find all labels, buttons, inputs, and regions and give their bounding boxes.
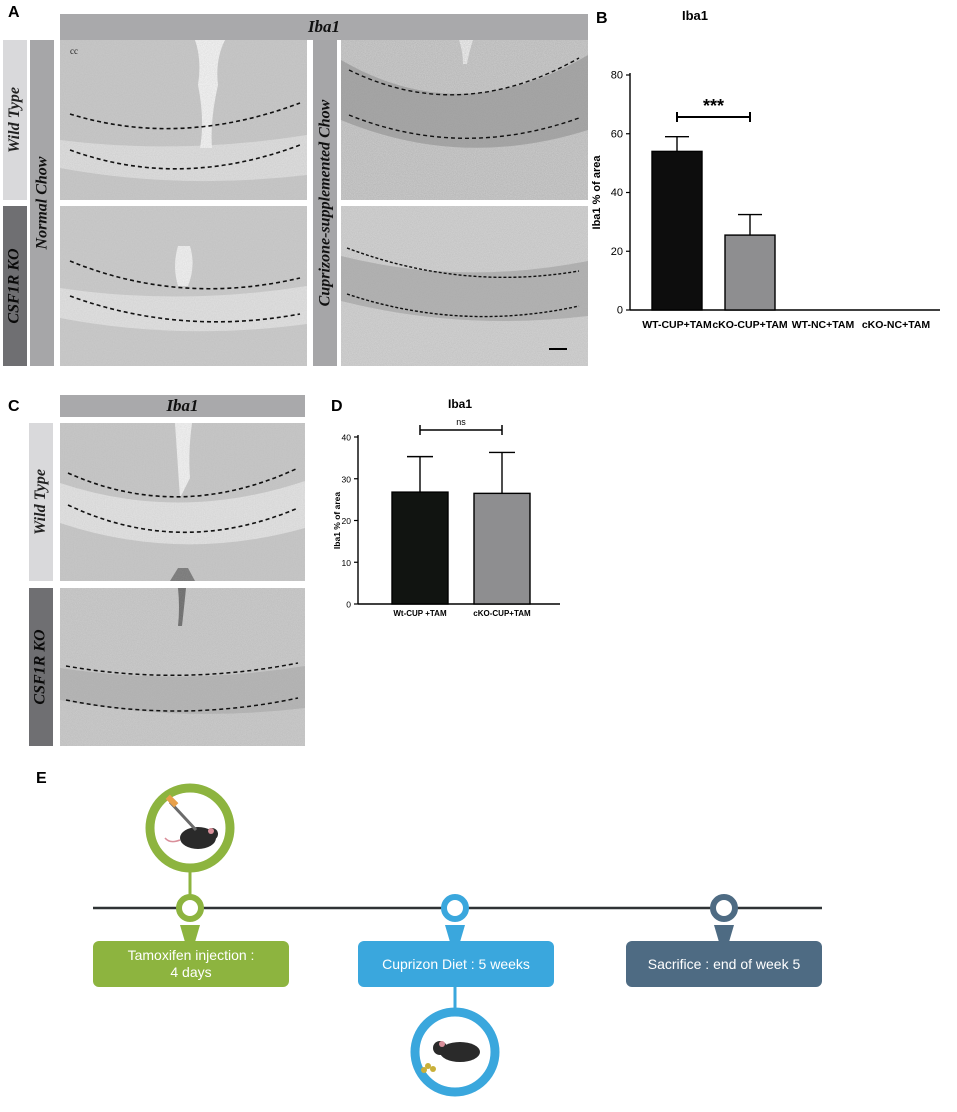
micrograph-ko-normal-chow [60,206,307,366]
chart-d-ylabel: Iba1 % of area [332,492,342,549]
timeline-step-1: Tamoxifen injection : 4 days [93,941,289,987]
micrograph-c-wild-type [60,423,305,581]
micrograph-ko-cuprizone [341,206,588,366]
chart-b-title: Iba1 [682,8,709,23]
panel-letter-a: A [8,4,20,21]
corner-label-cc: cc [70,46,78,56]
panel-letter-e: E [36,770,47,787]
panel-a-row-label-csf1r-ko: CSF1R KO [3,206,27,366]
panel-letter-b: B [596,10,608,27]
timeline-step-3: Sacrifice : end of week 5 [626,941,822,987]
chart-d-ytick-label-4: 40 [342,433,352,443]
chart-d-title: Iba1 [448,397,473,411]
chart-d-bar-0 [391,491,449,605]
chart-b-category-3: cKO-NC+TAM [862,319,931,331]
chart-b-ytick-label-4: 80 [611,70,623,82]
chart-b-category-0: WT-CUP+TAM [642,319,712,331]
chart-d-ytick-label-3: 30 [342,474,352,484]
chart-b-bar-0 [651,150,703,311]
chart-d-ytick-label-0: 0 [346,600,351,610]
timeline-step-2-label: Cuprizon Diet : 5 weeks [382,955,530,972]
panel-c-row-label-wild-type: Wild Type [29,423,53,581]
chart-b-ytick-label-3: 60 [611,128,623,140]
timeline-node-2 [441,894,469,922]
chart-d-ytick-label-1: 10 [342,558,352,568]
panel-letter-d: D [331,398,343,415]
chart-b-category-1: cKO-CUP+TAM [712,319,788,331]
micrograph-wt-cuprizone [341,40,588,200]
timeline-step-2: Cuprizon Diet : 5 weeks [358,941,554,987]
panel-c-header: Iba1 [60,395,305,417]
timeline-step-3-label: Sacrifice : end of week 5 [647,955,801,972]
chart-b-significance-label: *** [703,96,724,116]
chart-d-bar-1 [473,492,531,605]
syringe-mouse-icon [145,783,235,873]
chart-b-ytick-label-1: 20 [611,246,623,258]
panel-letter-c: C [8,398,20,415]
timeline-node-1 [176,894,204,922]
chart-b-bar-1 [724,234,776,311]
timeline-node-stem-1 [180,925,200,942]
chart-b-ytick-label-0: 0 [617,305,623,317]
timeline-node-3 [710,894,738,922]
panel-a-row-label-wild-type: Wild Type [3,40,27,200]
panel-a-condition-cuprizone-chow: Cuprizone-supplemented Chow [313,40,337,366]
chart-d-significance-label: ns [456,417,466,427]
chart-d-ytick-label-2: 20 [342,516,352,526]
chart-b-ylabel: Iba1 % of area [591,155,603,230]
chart-b-ytick-label-2: 40 [611,187,623,199]
panel-c-row-label-csf1r-ko: CSF1R KO [29,588,53,746]
micrograph-wt-normal-chow: cc [60,40,307,200]
panel-a-condition-normal-chow: Normal Chow [30,40,54,366]
chart-d-category-0: Wt-CUP +TAM [393,609,447,618]
timeline-step-1-label: Tamoxifen injection : 4 days [127,947,255,980]
chart-b-category-2: WT-NC+TAM [792,319,855,331]
chart-d-category-1: cKO-CUP+TAM [473,609,531,618]
micrograph-c-csf1r-ko [60,588,305,746]
panel-a-header: Iba1 [60,14,588,40]
timeline-graphic [93,783,822,1097]
